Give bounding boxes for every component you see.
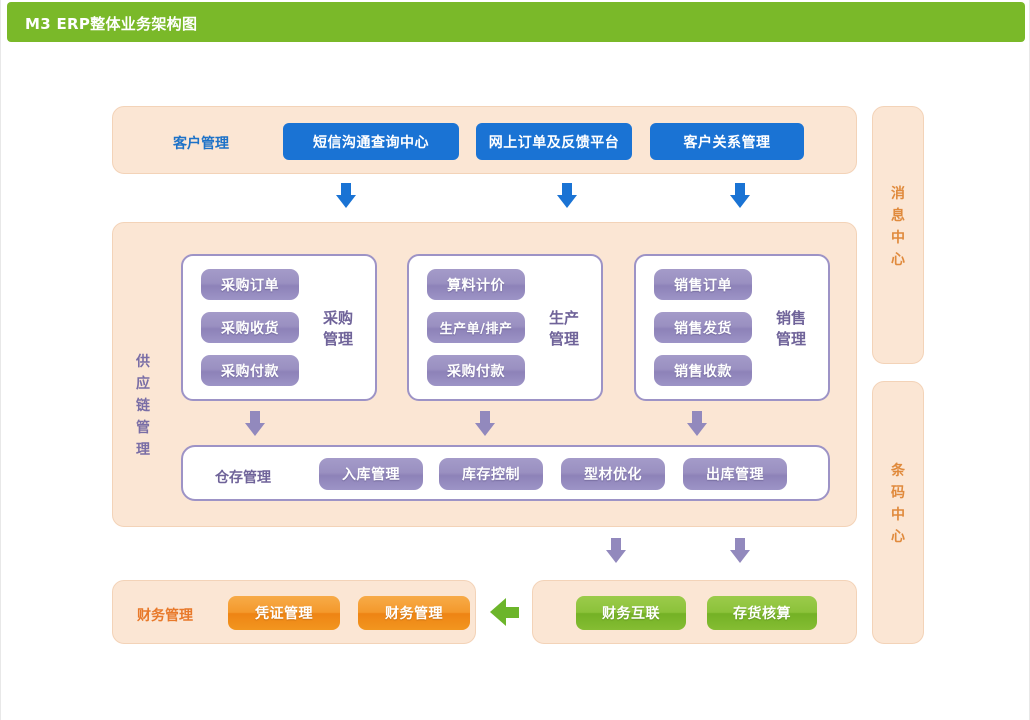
module-card-sales: 销售订单 销售发货 销售收款 销售 管理 [634, 254, 830, 401]
supply-chain-label-char-3: 链 [136, 398, 150, 414]
button-stock-control[interactable]: 库存控制 [439, 458, 543, 490]
arrow-down-purple-5 [730, 538, 750, 563]
arrow-down-purple-1 [245, 411, 265, 436]
button-purchase-payment[interactable]: 采购付款 [201, 355, 299, 386]
button-inventory-accounting[interactable]: 存货核算 [707, 596, 817, 630]
button-crm[interactable]: 客户关系管理 [650, 123, 804, 160]
side-panel-message-center: 消 息 中 心 [872, 106, 924, 364]
button-sales-order[interactable]: 销售订单 [654, 269, 752, 300]
barcode-center-char-3: 中 [891, 507, 905, 523]
supply-chain-label: 供 应 链 管 理 [129, 351, 157, 461]
warehouse-management-card: 仓存管理 入库管理 库存控制 型材优化 出库管理 [181, 445, 830, 501]
button-inbound-management[interactable]: 入库管理 [319, 458, 423, 490]
message-center-label: 消 息 中 心 [873, 183, 923, 271]
button-financial-management[interactable]: 财务管理 [358, 596, 470, 630]
supply-chain-label-char-2: 应 [136, 376, 150, 392]
button-material-pricing[interactable]: 算料计价 [427, 269, 525, 300]
finance-management-panel: 财务管理 凭证管理 财务管理 [112, 580, 476, 644]
arrow-left-green [490, 598, 519, 626]
module-title-sales: 销售 管理 [775, 309, 806, 348]
module-card-production: 算料计价 生产单/排产 采购付款 生产 管理 [407, 254, 603, 401]
button-production-payment[interactable]: 采购付款 [427, 355, 525, 386]
barcode-center-label: 条 码 中 心 [873, 460, 923, 548]
button-sms-inquiry-center[interactable]: 短信沟通查询中心 [283, 123, 459, 160]
message-center-char-1: 消 [891, 186, 905, 202]
button-profile-optimization[interactable]: 型材优化 [561, 458, 665, 490]
button-purchase-receipt[interactable]: 采购收货 [201, 312, 299, 343]
arrow-down-purple-4 [606, 538, 626, 563]
side-panel-barcode-center: 条 码 中 心 [872, 381, 924, 644]
message-center-char-2: 息 [891, 208, 905, 224]
module-card-purchase: 采购订单 采购收货 采购付款 采购 管理 [181, 254, 377, 401]
supply-chain-label-char-1: 供 [136, 354, 150, 370]
customer-management-panel: 客户管理 短信沟通查询中心 网上订单及反馈平台 客户关系管理 [112, 106, 857, 174]
customer-management-label: 客户管理 [173, 136, 229, 152]
button-online-order-feedback-platform[interactable]: 网上订单及反馈平台 [476, 123, 632, 160]
button-voucher-management[interactable]: 凭证管理 [228, 596, 340, 630]
button-sales-receipt[interactable]: 销售收款 [654, 355, 752, 386]
barcode-center-char-4: 心 [891, 529, 905, 545]
button-sales-delivery[interactable]: 销售发货 [654, 312, 752, 343]
accounting-panel: 财务互联 存货核算 [532, 580, 857, 644]
arrow-down-blue-3 [730, 183, 750, 208]
page-title: M3 ERP整体业务架构图 [25, 15, 198, 33]
header-bar: M3 ERP整体业务架构图 [7, 2, 1025, 42]
button-outbound-management[interactable]: 出库管理 [683, 458, 787, 490]
supply-chain-panel: 供 应 链 管 理 采购订单 采购收货 采购付款 采购 管理 算料计价 生产单/… [112, 222, 857, 527]
button-purchase-order[interactable]: 采购订单 [201, 269, 299, 300]
message-center-char-4: 心 [891, 252, 905, 268]
finance-management-label: 财务管理 [137, 608, 193, 624]
arrow-down-blue-1 [336, 183, 356, 208]
arrow-down-blue-2 [557, 183, 577, 208]
message-center-char-3: 中 [891, 230, 905, 246]
arrow-down-purple-2 [475, 411, 495, 436]
arrow-down-purple-3 [687, 411, 707, 436]
barcode-center-char-1: 条 [891, 463, 905, 479]
warehouse-management-label: 仓存管理 [215, 470, 271, 486]
button-financial-interconnect[interactable]: 财务互联 [576, 596, 686, 630]
module-title-purchase: 采购 管理 [322, 309, 353, 348]
barcode-center-char-2: 码 [891, 485, 905, 501]
supply-chain-label-char-5: 理 [136, 442, 150, 458]
supply-chain-label-char-4: 管 [136, 420, 150, 436]
module-title-production: 生产 管理 [548, 309, 579, 348]
button-production-order-scheduling[interactable]: 生产单/排产 [427, 312, 525, 343]
